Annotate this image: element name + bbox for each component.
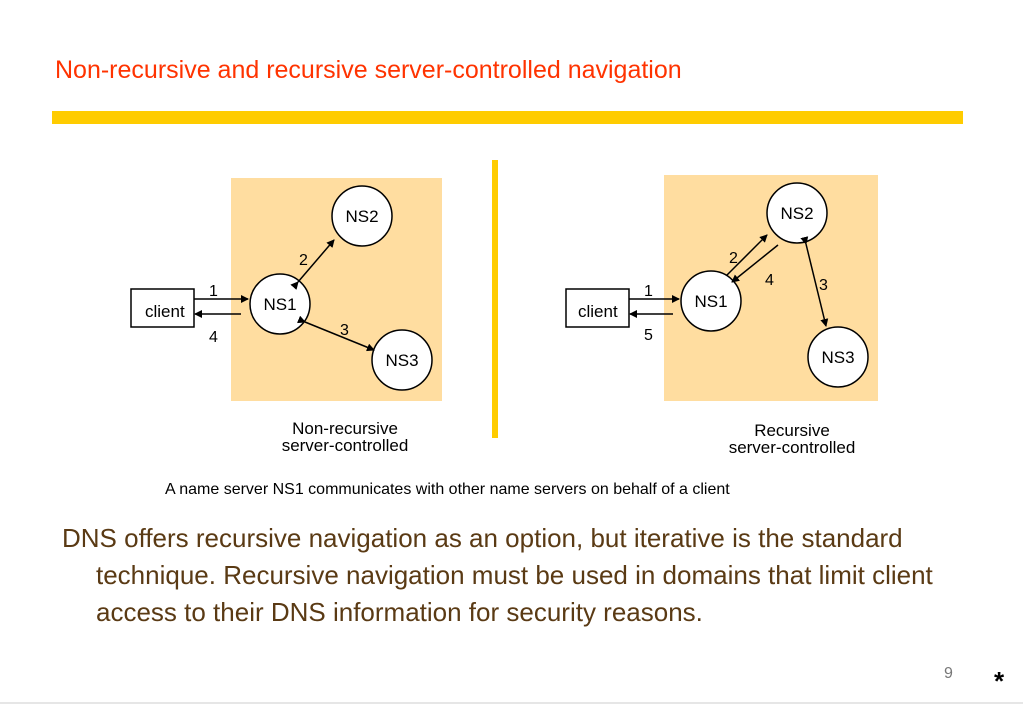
body-paragraph: DNS offers recursive navigation as an op… xyxy=(62,523,933,627)
vertical-divider xyxy=(492,160,498,438)
left-caption-line-2: server-controlled xyxy=(281,436,409,455)
left-step-label-4: 4 xyxy=(209,329,218,346)
left-arrow-3 xyxy=(297,315,375,352)
right-ns1-node xyxy=(680,270,742,332)
left-ns2-label: NS2 xyxy=(345,207,378,226)
right-arrow-3 xyxy=(800,236,829,327)
left-ns3-label: NS3 xyxy=(385,351,418,370)
page-number: 9 xyxy=(944,665,953,682)
right-step-label-5: 5 xyxy=(644,327,653,344)
right-ns1-label: NS1 xyxy=(694,292,727,311)
left-step-label-1: 1 xyxy=(209,283,218,300)
right-step-label-4: 4 xyxy=(765,272,774,289)
slide-title: Non-recursive and recursive server-contr… xyxy=(55,56,682,84)
right-ns2-label: NS2 xyxy=(780,204,813,223)
left-client-label: client xyxy=(145,302,185,321)
right-ns3-node xyxy=(807,326,869,388)
right-arrow-2 xyxy=(726,234,768,276)
left-diagram: client NS1 NS2 NS3 1 2 3 4 xyxy=(130,178,442,401)
right-step-label-1: 1 xyxy=(644,283,653,300)
left-arrow-2 xyxy=(290,239,335,290)
title-underline-bar xyxy=(52,111,963,124)
left-ns3-node xyxy=(371,329,433,391)
right-client-box xyxy=(565,288,630,328)
right-diagram: client NS1 NS2 NS3 1 2 3 4 5 xyxy=(565,175,878,401)
right-arrow-4 xyxy=(731,244,779,283)
right-client-label: client xyxy=(578,302,618,321)
left-step-label-3: 3 xyxy=(340,322,349,339)
right-step-label-3: 3 xyxy=(819,277,828,294)
left-caption-line-1: Non-recursive xyxy=(292,419,398,438)
left-client-box xyxy=(130,288,195,328)
right-ns3-label: NS3 xyxy=(821,348,854,367)
left-ns2-node xyxy=(331,185,393,247)
asterisk-marker: * xyxy=(994,666,1005,696)
right-step-label-2: 2 xyxy=(729,250,738,267)
left-ns1-label: NS1 xyxy=(263,295,296,314)
diagram-footnote: A name server NS1 communicates with othe… xyxy=(165,481,730,498)
right-caption-line-2: server-controlled xyxy=(728,438,856,457)
right-caption-line-1: Recursive xyxy=(754,421,830,440)
left-step-label-2: 2 xyxy=(299,252,308,269)
bottom-rule xyxy=(0,702,1023,704)
right-ns2-node xyxy=(766,182,828,244)
